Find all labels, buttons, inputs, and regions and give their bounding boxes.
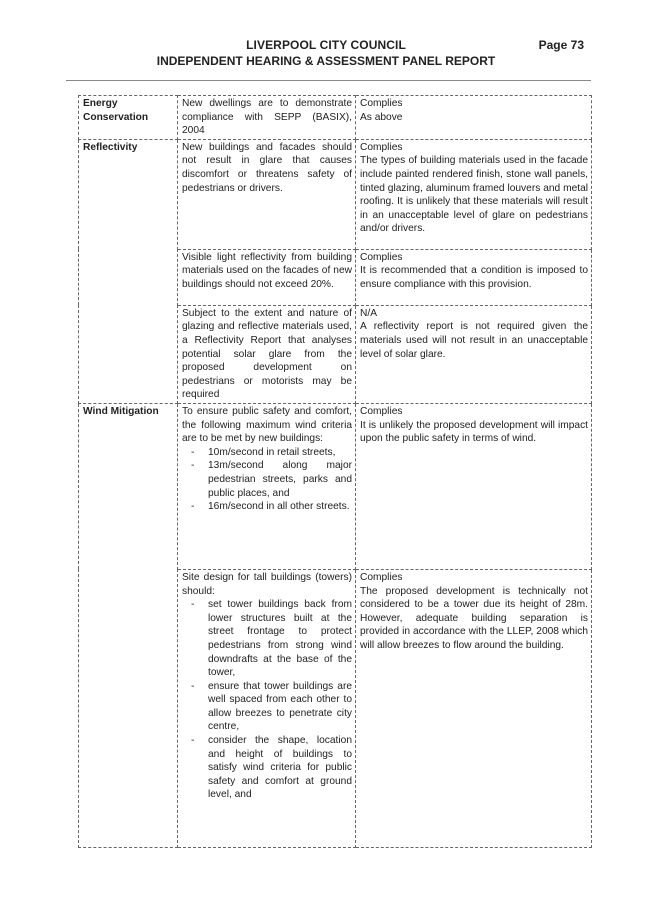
bullet-list: 10m/second in retail streets, 13m/second…	[182, 446, 352, 514]
comment-cell: Complies The types of building materials…	[355, 138, 592, 250]
header-rule	[66, 80, 591, 81]
control-cell: New buildings and facades should not res…	[177, 138, 356, 250]
list-item: set tower buildings back from lower stru…	[191, 598, 352, 680]
control-cell: Subject to the extent and nature of glaz…	[177, 304, 356, 404]
table-row: Energy Conservation New dwellings are to…	[78, 95, 592, 140]
status-text: Complies	[360, 405, 403, 417]
control-cell: Visible light reflectivity from building…	[177, 248, 356, 306]
comment-text: It is recommended that a condition is im…	[360, 265, 588, 290]
comment-text: It is unlikely the proposed development …	[360, 419, 588, 445]
control-cell: New dwellings are to demonstrate complia…	[177, 95, 356, 140]
control-text: To ensure public safety and comfort, the…	[182, 405, 352, 445]
status-text: Complies	[360, 98, 403, 109]
control-cell: Site design for tall buildings (towers) …	[177, 568, 356, 848]
list-item: ensure that tower buildings are well spa…	[191, 680, 352, 734]
table-row: Wind Mitigation To ensure public safety …	[78, 402, 592, 848]
table-row: Subject to the extent and nature of glaz…	[79, 304, 592, 404]
comment-text: A reflectivity report is not required gi…	[360, 321, 588, 360]
table-row: Reflectivity New buildings and facades s…	[78, 138, 592, 404]
category-cell: Wind Mitigation	[78, 402, 178, 848]
list-item: consider the shape, location and height …	[191, 734, 352, 802]
compliance-table: Energy Conservation New dwellings are to…	[78, 95, 592, 848]
status-text: Complies	[360, 141, 403, 153]
bullet-list: set tower buildings back from lower stru…	[182, 598, 352, 802]
status-text: Complies	[360, 571, 403, 583]
status-text: N/A	[360, 307, 377, 319]
council-name: LIVERPOOL CITY COUNCIL	[246, 38, 406, 52]
list-item: 10m/second in retail streets,	[191, 446, 352, 460]
comment-cell: Complies It is unlikely the proposed dev…	[355, 402, 592, 570]
category-cell: Reflectivity	[78, 138, 178, 404]
comment-text: The proposed development is technically …	[360, 585, 588, 651]
comment-text: As above	[360, 111, 403, 123]
comment-cell: Complies As above	[355, 95, 592, 140]
category-cell: Energy Conservation	[78, 95, 178, 140]
report-title: INDEPENDENT HEARING & ASSESSMENT PANEL R…	[156, 54, 496, 68]
comment-text: The types of building materials used in …	[360, 155, 588, 235]
comment-cell: Complies It is recommended that a condit…	[355, 248, 592, 306]
list-item: 16m/second in all other streets.	[191, 500, 352, 514]
control-cell: To ensure public safety and comfort, the…	[177, 402, 356, 570]
comment-cell: N/A A reflectivity report is not require…	[355, 304, 592, 404]
page-number: Page 73	[538, 38, 584, 52]
control-text: Site design for tall buildings (towers) …	[182, 571, 352, 597]
table-row: Site design for tall buildings (towers) …	[79, 568, 592, 848]
comment-cell: Complies The proposed development is tec…	[355, 568, 592, 848]
list-item: 13m/second along major pedestrian street…	[191, 459, 352, 500]
status-text: Complies	[360, 251, 403, 263]
